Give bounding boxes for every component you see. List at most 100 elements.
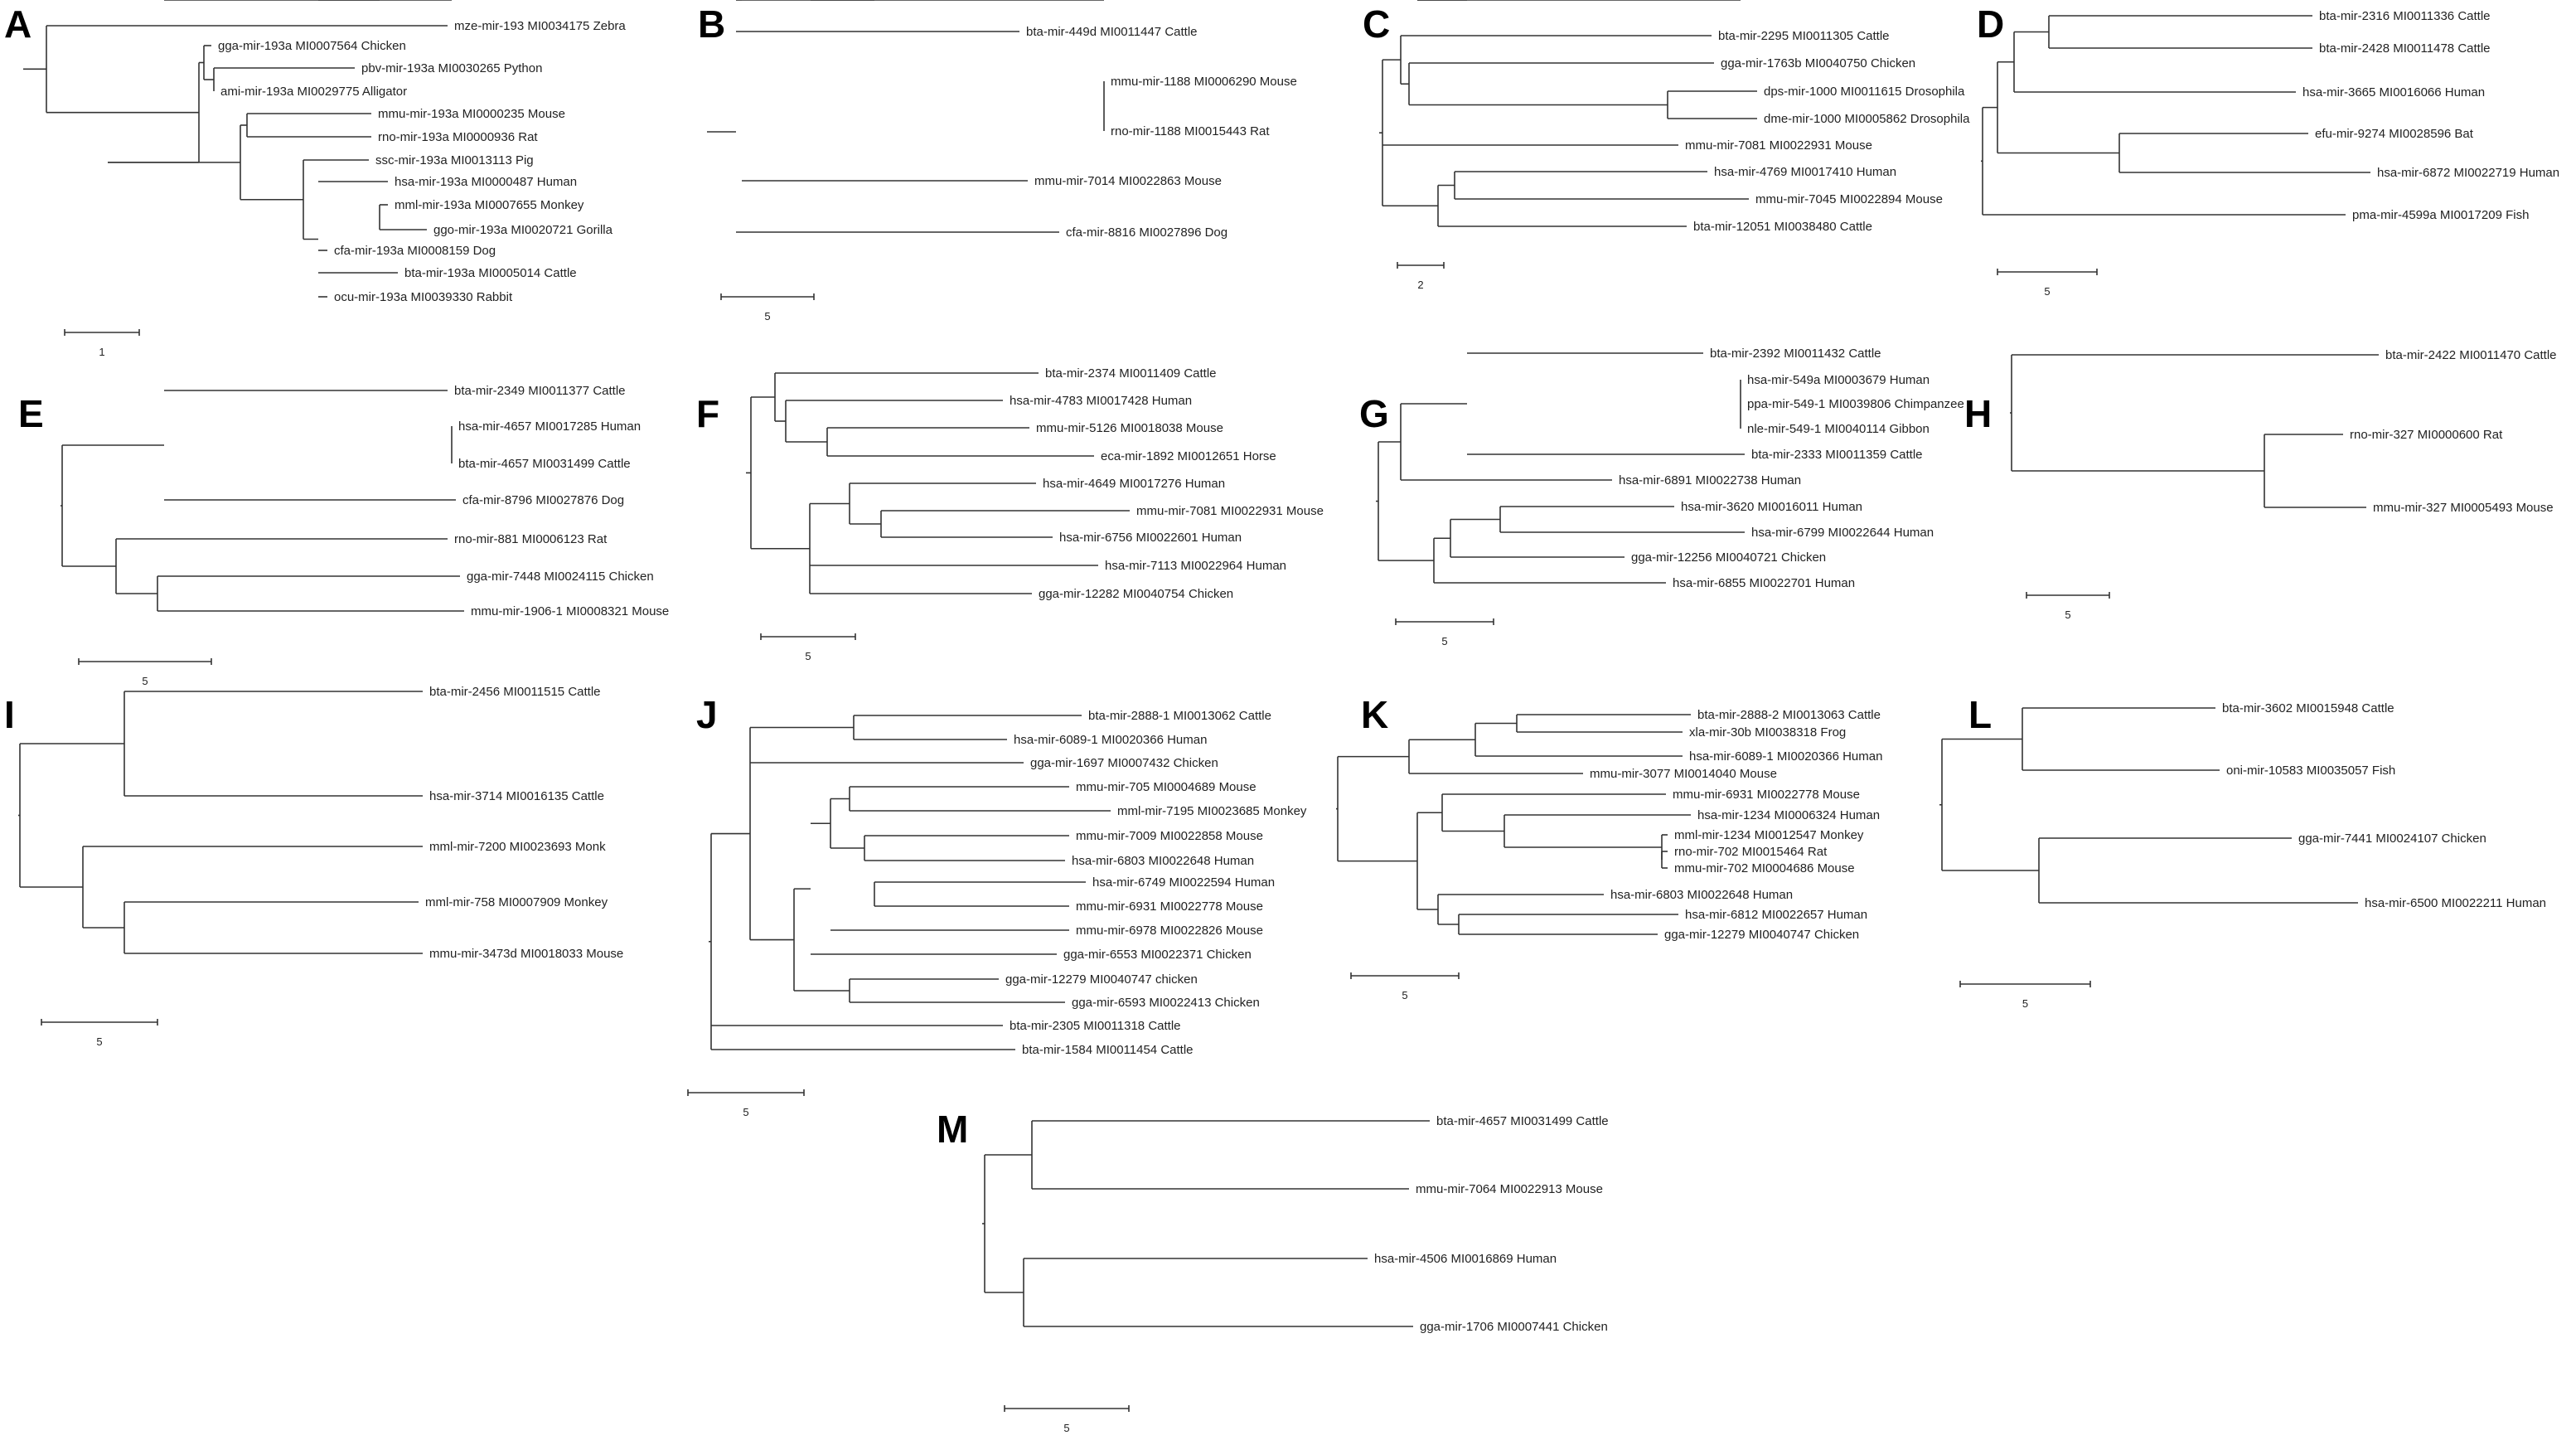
leaf-label: nle-mir-549-1 MI0040114 Gibbon: [1747, 422, 1930, 436]
leaf-label: mmu-mir-193a MI0000235 Mouse: [378, 107, 565, 121]
panel-letter: K: [1361, 693, 1388, 736]
leaf-label: mmu-mir-6931 MI0022778 Mouse: [1076, 899, 1263, 914]
leaf-label: mmu-mir-327 MI0005493 Mouse: [2373, 501, 2554, 515]
leaf-label: hsa-mir-6756 MI0022601 Human: [1059, 531, 1242, 545]
scale-label: 5: [142, 675, 148, 687]
scale-bar: 5: [41, 1019, 158, 1048]
leaf-label: ami-mir-193a MI0029775 Alligator: [220, 85, 407, 99]
scale-bar: 2: [1397, 262, 1445, 291]
leaf-label: mmu-mir-7045 MI0022894 Mouse: [1755, 192, 1943, 206]
leaf-label: ocu-mir-193a MI0039330 Rabbit: [334, 290, 513, 304]
scale-label: 5: [1441, 635, 1447, 647]
leaf-label: rno-mir-193a MI0000936 Rat: [378, 130, 538, 144]
leaf-label: mml-mir-758 MI0007909 Monkey: [425, 895, 608, 909]
leaf-label: gga-mir-1697 MI0007432 Chicken: [1030, 756, 1218, 770]
leaf-label: hsa-mir-6803 MI0022648 Human: [1610, 888, 1793, 902]
panel-letter: M: [937, 1108, 968, 1151]
leaf-label: bta-mir-12051 MI0038480 Cattle: [1693, 220, 1872, 234]
leaf-label: bta-mir-2333 MI0011359 Cattle: [1751, 448, 1923, 462]
leaf-label: bta-mir-2349 MI0011377 Cattle: [454, 384, 626, 398]
scale-bar: 5: [78, 658, 212, 687]
leaf-label: bta-mir-193a MI0005014 Cattle: [404, 266, 577, 280]
leaf-label: hsa-mir-6872 MI0022719 Human: [2377, 166, 2559, 180]
leaf-label: bta-mir-3602 MI0015948 Cattle: [2222, 701, 2394, 715]
leaf-label: mml-mir-7200 MI0023693 Monk: [429, 840, 606, 854]
scale-bar: 5: [687, 1089, 805, 1118]
leaf-label: cfa-mir-8816 MI0027896 Dog: [1066, 225, 1227, 240]
leaf-label: eca-mir-1892 MI0012651 Horse: [1101, 449, 1276, 463]
leaf-label: oni-mir-10583 MI0035057 Fish: [2226, 764, 2395, 778]
leaf-label: bta-mir-4657 MI0031499 Cattle: [1436, 1114, 1609, 1128]
leaf-label: ssc-mir-193a MI0013113 Pig: [375, 153, 534, 167]
leaf-label: hsa-mir-193a MI0000487 Human: [395, 175, 577, 189]
scale-bar: 5: [1004, 1405, 1130, 1434]
leaf-label: mmu-mir-3473d MI0018033 Mouse: [429, 947, 623, 961]
scale-label: 5: [1063, 1422, 1069, 1434]
scale-label: 2: [1417, 279, 1423, 291]
leaf-label: rno-mir-881 MI0006123 Rat: [454, 532, 608, 546]
leaf-label: hsa-mir-4657 MI0017285 Human: [458, 419, 641, 434]
leaf-label: hsa-mir-3620 MI0016011 Human: [1681, 500, 1862, 514]
leaf-label: mml-mir-7195 MI0023685 Monkey: [1117, 804, 1307, 818]
panel-letter: J: [696, 693, 718, 736]
leaf-label: mmu-mir-7009 MI0022858 Mouse: [1076, 829, 1263, 843]
scale-label: 5: [764, 310, 770, 322]
leaf-label: gga-mir-193a MI0007564 Chicken: [218, 39, 406, 53]
scale-bar: 5: [1395, 618, 1494, 647]
leaf-label: efu-mir-9274 MI0028596 Bat: [2315, 127, 2474, 141]
leaf-label: hsa-mir-4506 MI0016869 Human: [1374, 1252, 1557, 1266]
leaf-label: mmu-mir-7081 MI0022931 Mouse: [1136, 504, 1324, 518]
leaf-label: hsa-mir-1234 MI0006324 Human: [1697, 808, 1880, 822]
leaf-label: bta-mir-2316 MI0011336 Cattle: [2319, 9, 2491, 23]
leaf-label: bta-mir-449d MI0011447 Cattle: [1026, 25, 1198, 39]
panel-letter: A: [4, 2, 31, 46]
leaf-label: mze-mir-193 MI0034175 Zebra: [454, 19, 626, 33]
leaf-label: rno-mir-702 MI0015464 Rat: [1674, 845, 1828, 859]
leaf-label: mmu-mir-7014 MI0022863 Mouse: [1034, 174, 1222, 188]
leaf-label: rno-mir-1188 MI0015443 Rat: [1111, 124, 1270, 138]
leaf-label: gga-mir-7448 MI0024115 Chicken: [467, 570, 654, 584]
leaf-label: gga-mir-1763b MI0040750 Chicken: [1721, 56, 1915, 70]
leaf-label: hsa-mir-6749 MI0022594 Human: [1092, 875, 1275, 890]
scale-bar: 5: [720, 293, 815, 322]
scale-label: 5: [805, 650, 811, 662]
leaf-label: hsa-mir-7113 MI0022964 Human: [1105, 559, 1286, 573]
leaf-label: hsa-mir-6799 MI0022644 Human: [1751, 526, 1934, 540]
leaf-label: bta-mir-2295 MI0011305 Cattle: [1718, 29, 1890, 43]
panel-letter: B: [698, 2, 725, 46]
leaf-label: mmu-mir-7064 MI0022913 Mouse: [1416, 1182, 1603, 1196]
scale-label: 5: [743, 1106, 748, 1118]
leaf-label: hsa-mir-6089-1 MI0020366 Human: [1689, 749, 1882, 764]
leaf-label: mmu-mir-6978 MI0022826 Mouse: [1076, 924, 1263, 938]
leaf-label: mmu-mir-705 MI0004689 Mouse: [1076, 780, 1257, 794]
leaf-label: hsa-mir-6812 MI0022657 Human: [1685, 908, 1867, 922]
leaf-label: hsa-mir-4769 MI0017410 Human: [1714, 165, 1896, 179]
leaf-label: ppa-mir-549-1 MI0039806 Chimpanzee: [1747, 397, 1964, 411]
leaf-label: bta-mir-1584 MI0011454 Cattle: [1022, 1043, 1194, 1057]
leaf-label: bta-mir-4657 MI0031499 Cattle: [458, 457, 631, 471]
scale-label: 5: [96, 1035, 102, 1048]
panel-letter: H: [1964, 392, 1992, 435]
leaf-label: gga-mir-7441 MI0024107 Chicken: [2298, 832, 2486, 846]
panel-letter: I: [4, 693, 15, 736]
leaf-label: gga-mir-12256 MI0040721 Chicken: [1631, 550, 1826, 565]
panel-letter: C: [1363, 2, 1390, 46]
leaf-label: gga-mir-12282 MI0040754 Chicken: [1039, 587, 1233, 601]
scale-label: 1: [99, 346, 104, 358]
leaf-label: hsa-mir-549a MI0003679 Human: [1747, 373, 1930, 387]
leaf-label: dps-mir-1000 MI0011615 Drosophila: [1764, 85, 1965, 99]
scale-label: 5: [2065, 609, 2070, 621]
scale-bar: 5: [1997, 269, 2098, 298]
leaf-label: cfa-mir-8796 MI0027876 Dog: [462, 493, 624, 507]
